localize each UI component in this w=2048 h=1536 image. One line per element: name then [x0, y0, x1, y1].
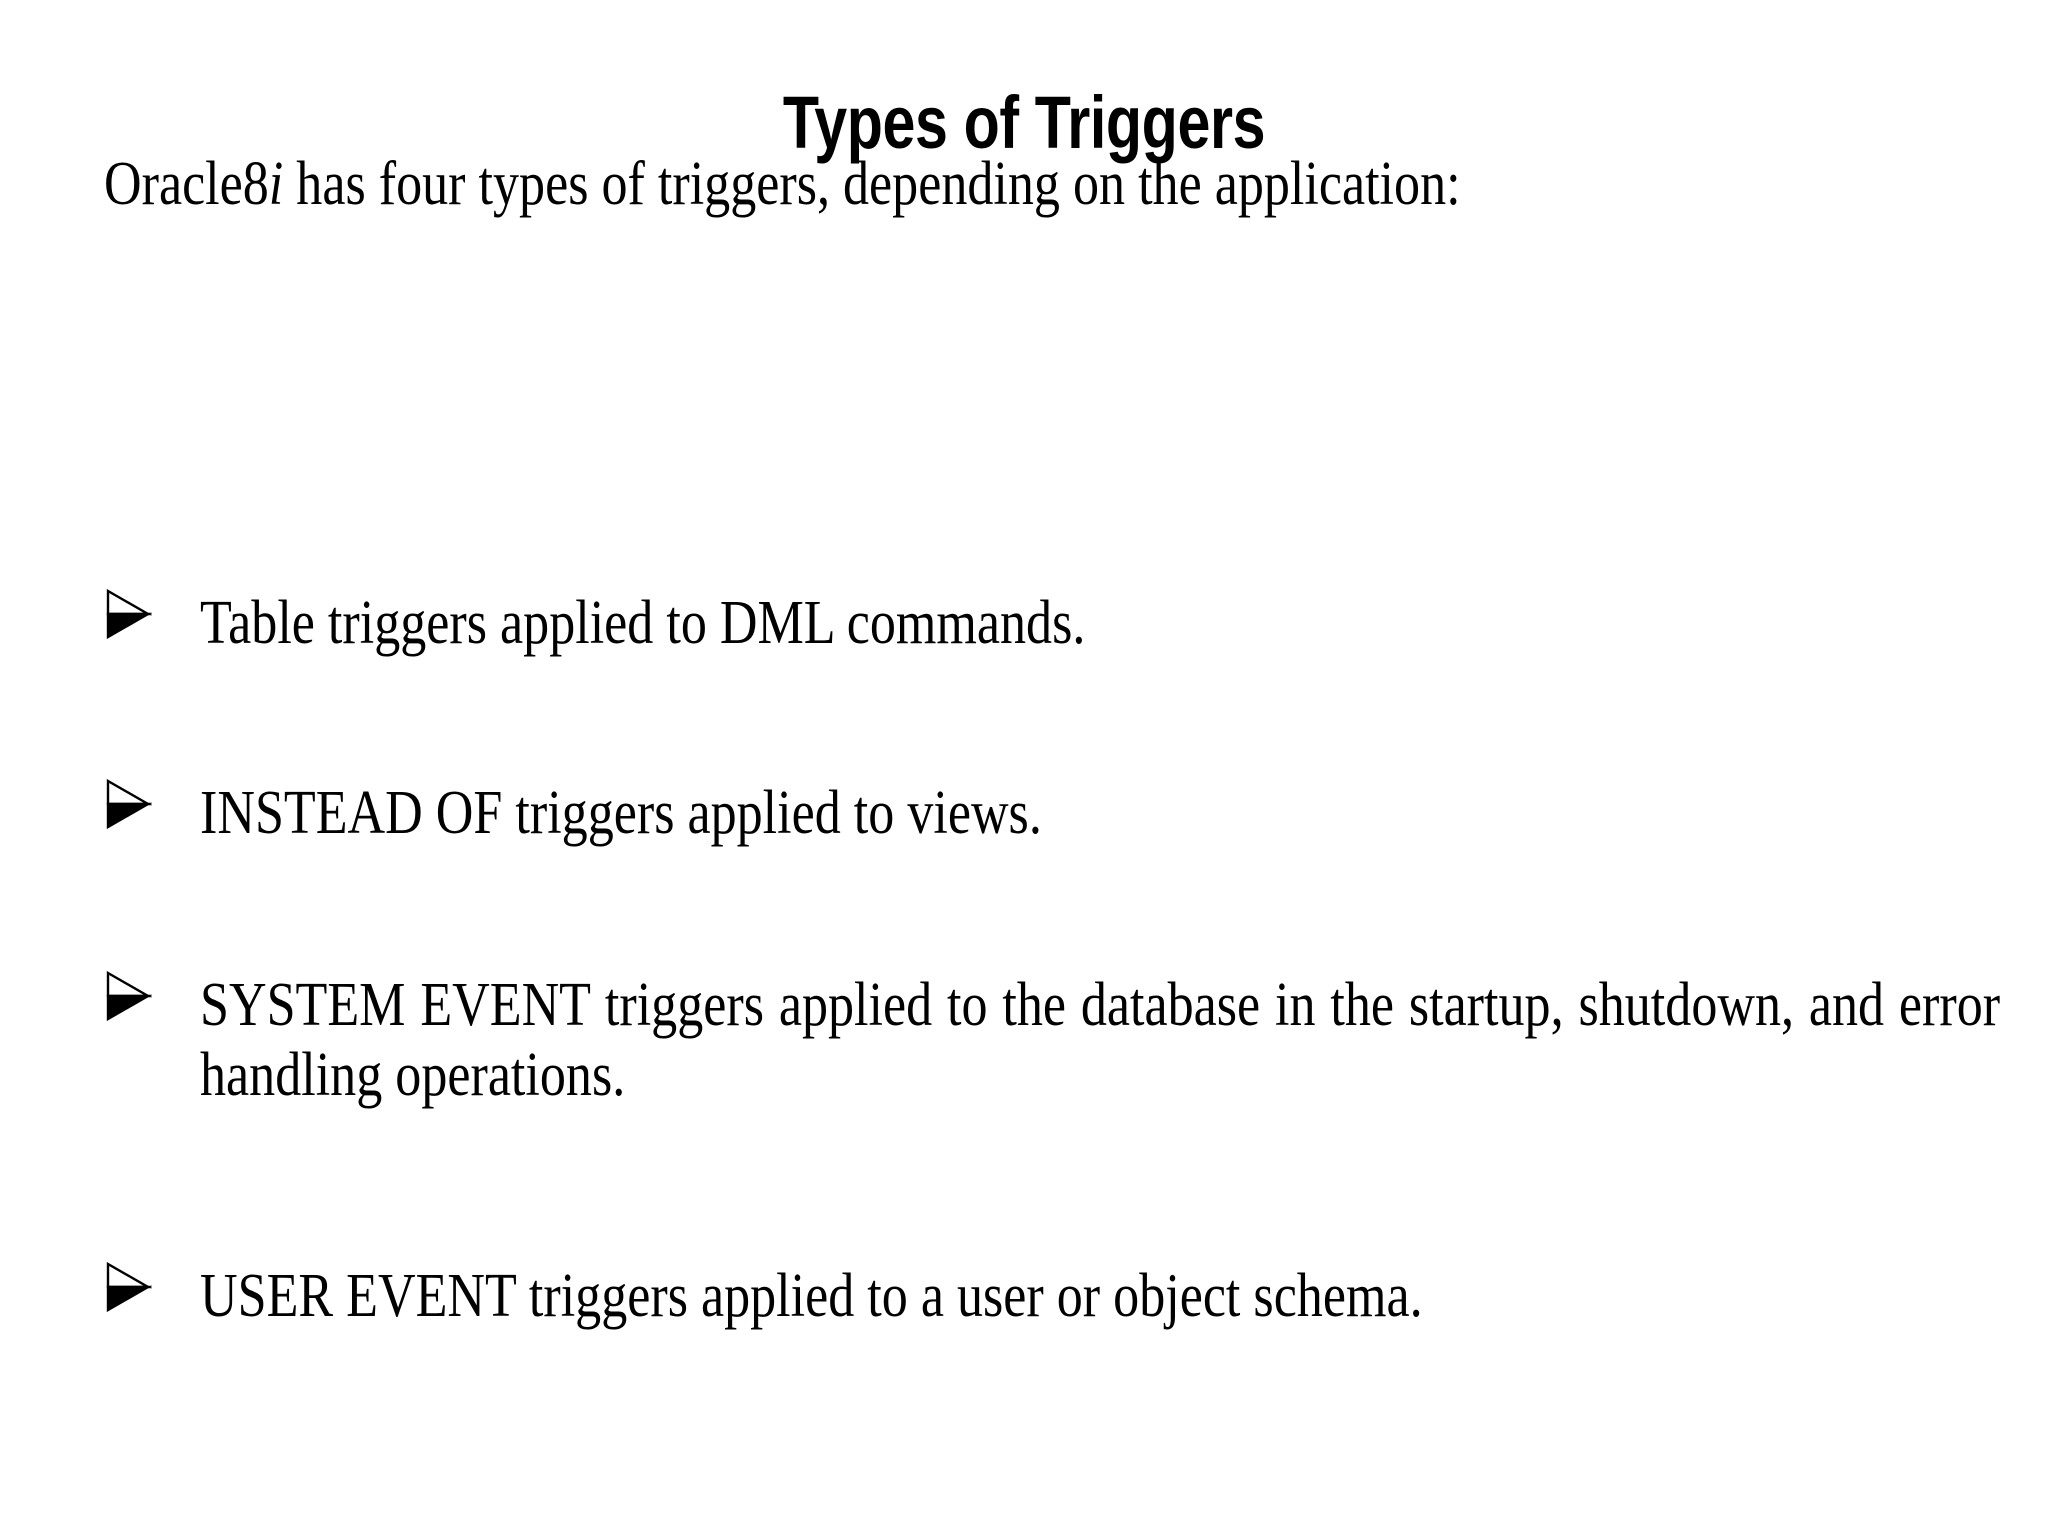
intro-lead: Oracle8	[104, 150, 269, 218]
list-item: SYSTEM EVENT triggers applied to the dat…	[104, 971, 2000, 1110]
arrowhead-bullet-icon	[104, 971, 178, 1033]
intro-rest: has four types of triggers, depending on…	[283, 150, 1461, 218]
list-item: INSTEAD OF triggers applied to views.	[104, 779, 2000, 848]
arrowhead-bullet-icon	[104, 1262, 178, 1324]
intro-lead-italic: i	[268, 150, 284, 218]
page-title: Types of Triggers	[782, 80, 1266, 164]
list-item: USER EVENT triggers applied to a user or…	[104, 1262, 2000, 1331]
list-item-label: INSTEAD OF triggers applied to views.	[200, 779, 1042, 848]
list-item-label: Table triggers applied to DML commands.	[200, 589, 1086, 658]
arrowhead-bullet-icon	[104, 779, 178, 841]
list-item: Table triggers applied to DML commands.	[104, 589, 2000, 658]
list-item-label: USER EVENT triggers applied to a user or…	[200, 1262, 1423, 1331]
bullet-list-wrapper: Table triggers applied to DML commands. …	[104, 249, 2000, 1330]
intro-paragraph: Oracle8i has four types of triggers, dep…	[104, 150, 2000, 219]
list-item-label: SYSTEM EVENT triggers applied to the dat…	[200, 971, 2001, 1109]
slide-body: Oracle8i has four types of triggers, dep…	[104, 150, 2000, 1330]
arrowhead-bullet-icon	[104, 589, 178, 651]
